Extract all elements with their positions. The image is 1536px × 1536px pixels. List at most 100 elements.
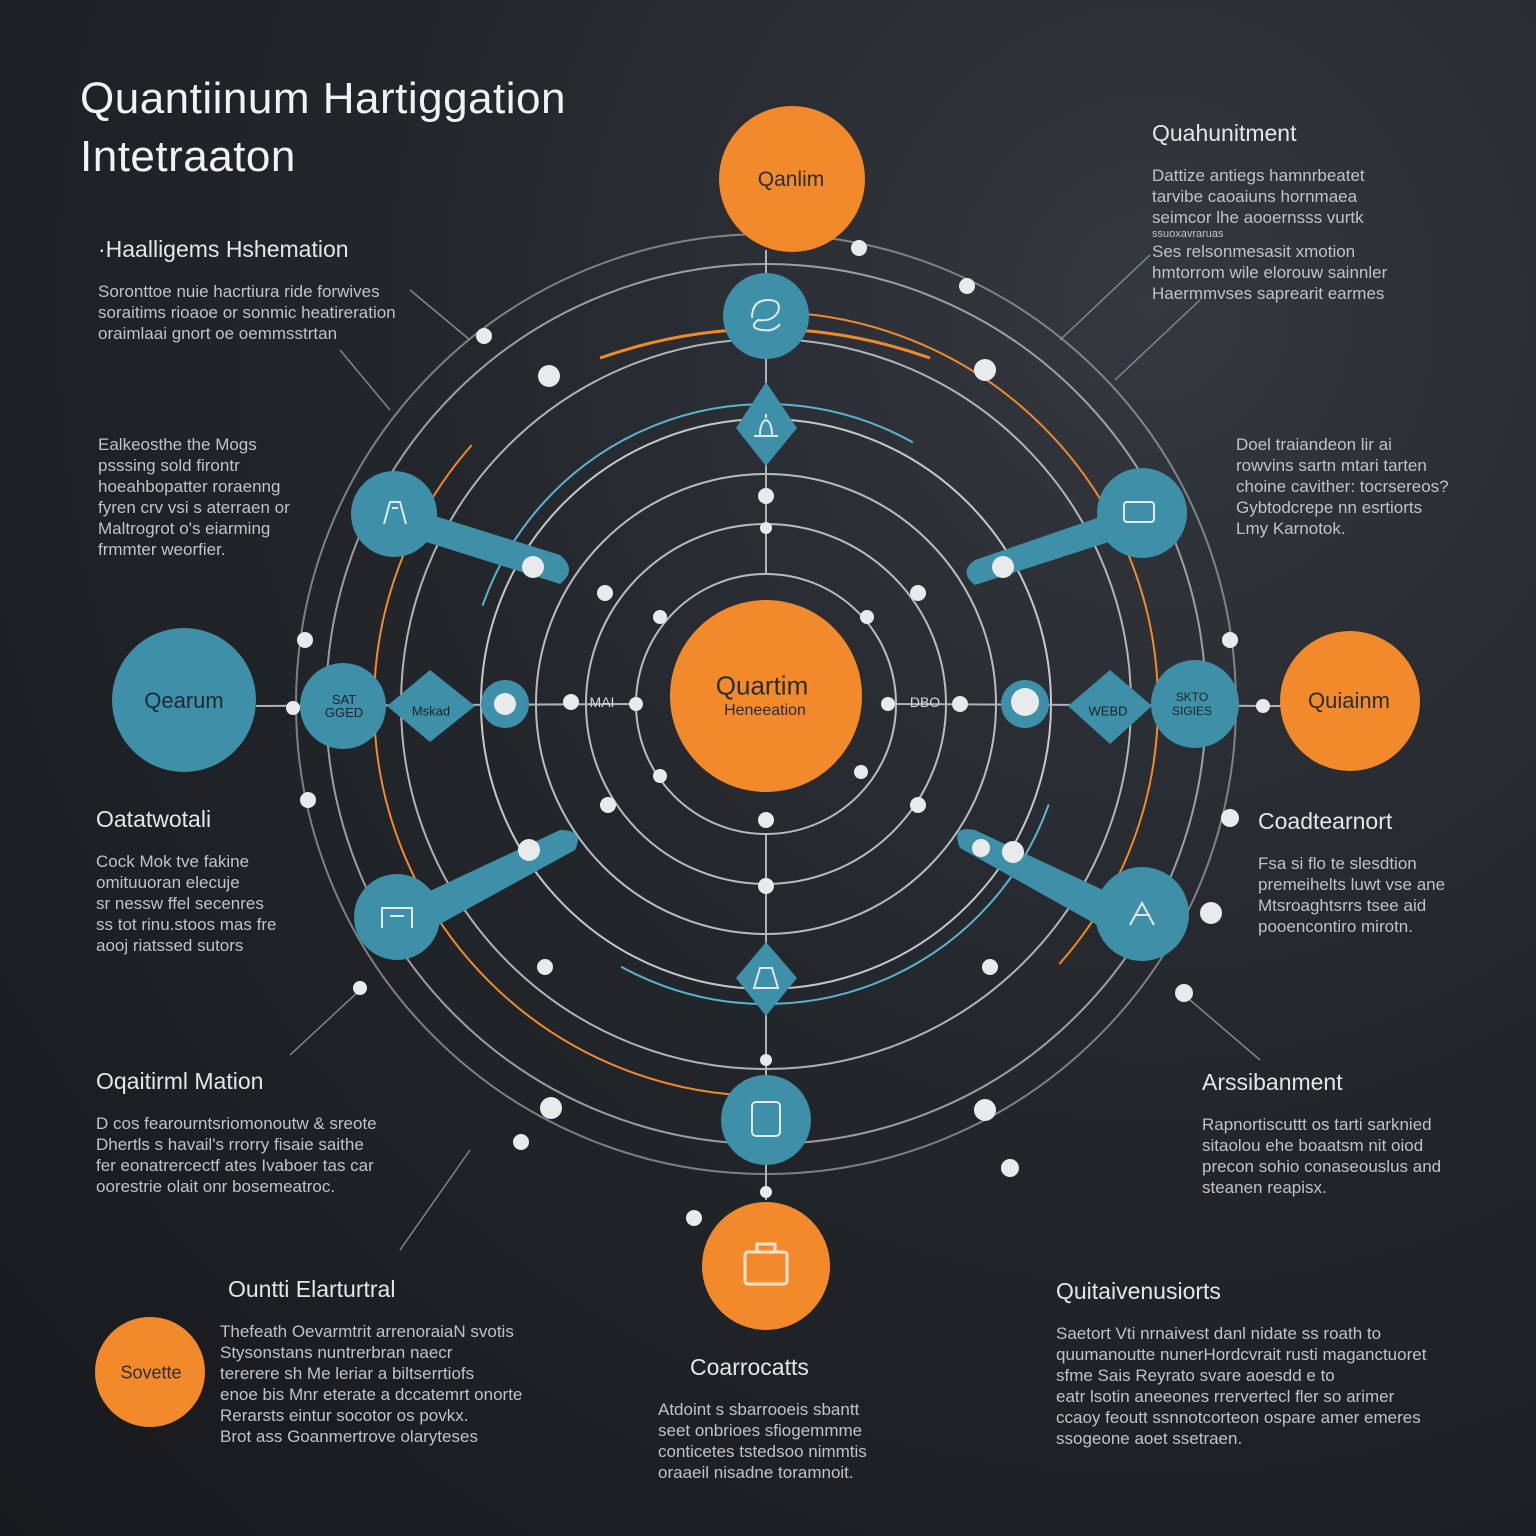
- satellite-dot: [1221, 809, 1239, 827]
- satellite-dot: [686, 1210, 702, 1226]
- teal-node-right-small: [1151, 660, 1239, 748]
- block-line: ssuoxavraruas: [1152, 228, 1224, 240]
- block-heading: Ountti Elarturtral: [228, 1276, 396, 1302]
- satellite-dot: [286, 701, 300, 715]
- teal-node-upper-right: [1097, 468, 1187, 558]
- center-node-sublabel: Heneeation: [724, 702, 806, 719]
- bottom-left-node-label: Sovette: [120, 1362, 182, 1383]
- orange-node-bottom-left: [95, 1317, 205, 1427]
- center-node-label: Quartim: [715, 670, 809, 701]
- block-line: choine cavither: tocrsereos?: [1236, 477, 1449, 496]
- satellite-dot: [1200, 902, 1222, 924]
- satellite-dot: [854, 765, 868, 779]
- satellite-dot: [563, 694, 579, 710]
- leader-line: [409, 289, 471, 341]
- arm-capsule-dots: [518, 556, 1024, 863]
- leader-line: [339, 349, 391, 411]
- teal-node-bottom: [721, 1075, 811, 1165]
- satellite-dot: [653, 610, 667, 624]
- block-line: Lmy Karnotok.: [1236, 519, 1346, 538]
- teal-node-upper-left: [351, 471, 437, 557]
- printer-icon: [1123, 501, 1155, 523]
- block-line: fer eonatrercectf ates Ivaboer tas car: [96, 1156, 374, 1175]
- satellite-dot: [629, 697, 643, 711]
- diamond-top: [736, 382, 797, 466]
- leader-line: [1059, 254, 1151, 341]
- teal-nodes: [112, 273, 1239, 1165]
- block-line: Rerarsts eintur socotor os povkx.: [220, 1406, 469, 1425]
- tool-icon: [1129, 900, 1155, 926]
- block-line: Gybtodcrepe nn esrtiorts: [1236, 498, 1423, 517]
- building-icon: [381, 907, 413, 928]
- dot-core: [1011, 688, 1039, 716]
- block-line: hoeahbopatter roraenng: [98, 477, 281, 496]
- orange-node-center: [670, 600, 862, 792]
- block-line: aooj riatssed sutors: [96, 936, 244, 955]
- block-line: hmtorrom wile elorouw sainnler: [1152, 263, 1388, 282]
- text-block-mid-right: Doel traiandeon lir ai rowvins sartn mta…: [1236, 434, 1449, 539]
- satellite-dot: [760, 1054, 772, 1066]
- bell-icon: [754, 414, 778, 437]
- block-line: precon sohio conaseouslus and: [1202, 1157, 1442, 1176]
- top-node-label: Qanlim: [757, 168, 825, 191]
- node-icons: [381, 298, 1155, 1137]
- block-line: omituuoran elecuje: [96, 873, 240, 892]
- satellite-dot: [760, 1186, 772, 1198]
- block-heading: Oatatwotali: [96, 806, 212, 832]
- block-heading: Oqaitirml Mation: [96, 1068, 264, 1094]
- block-line: Maltrogrot o's eiarming: [98, 519, 271, 538]
- block-line: Haermmvses saprearit earmes: [1152, 284, 1385, 303]
- briefcase-body: [743, 1250, 789, 1286]
- satellite-dot: [982, 959, 998, 975]
- block-line: pooencontiro mirotn.: [1258, 917, 1413, 936]
- block-line: ssogeone aoet ssetraen.: [1056, 1429, 1243, 1448]
- block-line: rowvins sartn mtari tarten: [1236, 456, 1427, 475]
- right-diamond-label: WEBD: [1088, 703, 1128, 719]
- block-line: Ealkeosthe the Mogs: [98, 435, 257, 454]
- block-line: Dattize antiegs hamnrbeatet: [1152, 166, 1365, 185]
- teal-dot-cores: [494, 688, 1039, 716]
- orange-nodes: [95, 106, 1420, 1427]
- satellite-dot: [974, 1099, 996, 1121]
- text-block-bottom-left: Ountti Elarturtral Thefeath Oevarmtrit a…: [220, 1276, 522, 1447]
- block-heading: Quitaivenusiorts: [1056, 1278, 1221, 1304]
- diamond-left: [387, 670, 475, 742]
- briefcase-icon: [743, 1242, 789, 1286]
- ring-teal: [465, 403, 1067, 1005]
- diamond-nodes: [387, 382, 1152, 1016]
- satellite-dot: [600, 797, 616, 813]
- arm-dot: [518, 839, 540, 861]
- teal-node-left-small: [300, 663, 386, 749]
- block-line: enoe bis Mnr eterate a dccatemrt onorte: [220, 1385, 523, 1404]
- block-line: Thefeath Oevarmtrit arrenoraiaN svotis: [220, 1322, 514, 1341]
- briefcase-handle: [755, 1242, 777, 1252]
- block-line: eatr lsotin aneeones rrervertecl fler so…: [1056, 1387, 1395, 1406]
- block-heading: Coadtearnort: [1258, 808, 1393, 834]
- link-icon: [751, 298, 781, 332]
- block-line: tarvibe caoaiuns hornmaea: [1152, 187, 1358, 206]
- satellite-dot: [597, 585, 613, 601]
- block-heading: ·Haalligems Hshemation: [98, 236, 349, 262]
- left-node-label: Qearum: [144, 688, 224, 713]
- block-line: Brot ass Goanmertrove olaryteses: [220, 1427, 478, 1446]
- block-line: tererere sh Me leriar a biltserrtiofs: [220, 1364, 475, 1383]
- satellite-dot: [538, 365, 560, 387]
- satellite-dot: [959, 278, 975, 294]
- block-line: Cock Mok tve fakine: [96, 852, 250, 871]
- inner-right-label: DBO: [909, 694, 941, 710]
- left-diamond-label: Mskad: [411, 703, 451, 719]
- teal-node-far-left: [112, 628, 256, 772]
- satellite-dot: [910, 797, 926, 813]
- block-line: fyren crv vsi s aterraen or: [98, 498, 290, 517]
- block-line: oorestrie olait onr bosemeatroc.: [96, 1177, 336, 1196]
- satellite-dot: [758, 488, 774, 504]
- block-line: Dhertls s havail's rrorry fisaie saithe: [96, 1135, 364, 1154]
- inner-left-label: MAI: [589, 694, 615, 710]
- text-block-top-left: ·Haalligems Hshemation Soronttoe nuie ha…: [98, 236, 396, 344]
- satellite-dot: [974, 359, 996, 381]
- block-line: Soronttoe nuie hacrtiura ride forwives: [98, 282, 380, 301]
- satellite-dot: [910, 585, 926, 601]
- satellite-dot: [537, 959, 553, 975]
- satellite-dot: [1001, 1159, 1019, 1177]
